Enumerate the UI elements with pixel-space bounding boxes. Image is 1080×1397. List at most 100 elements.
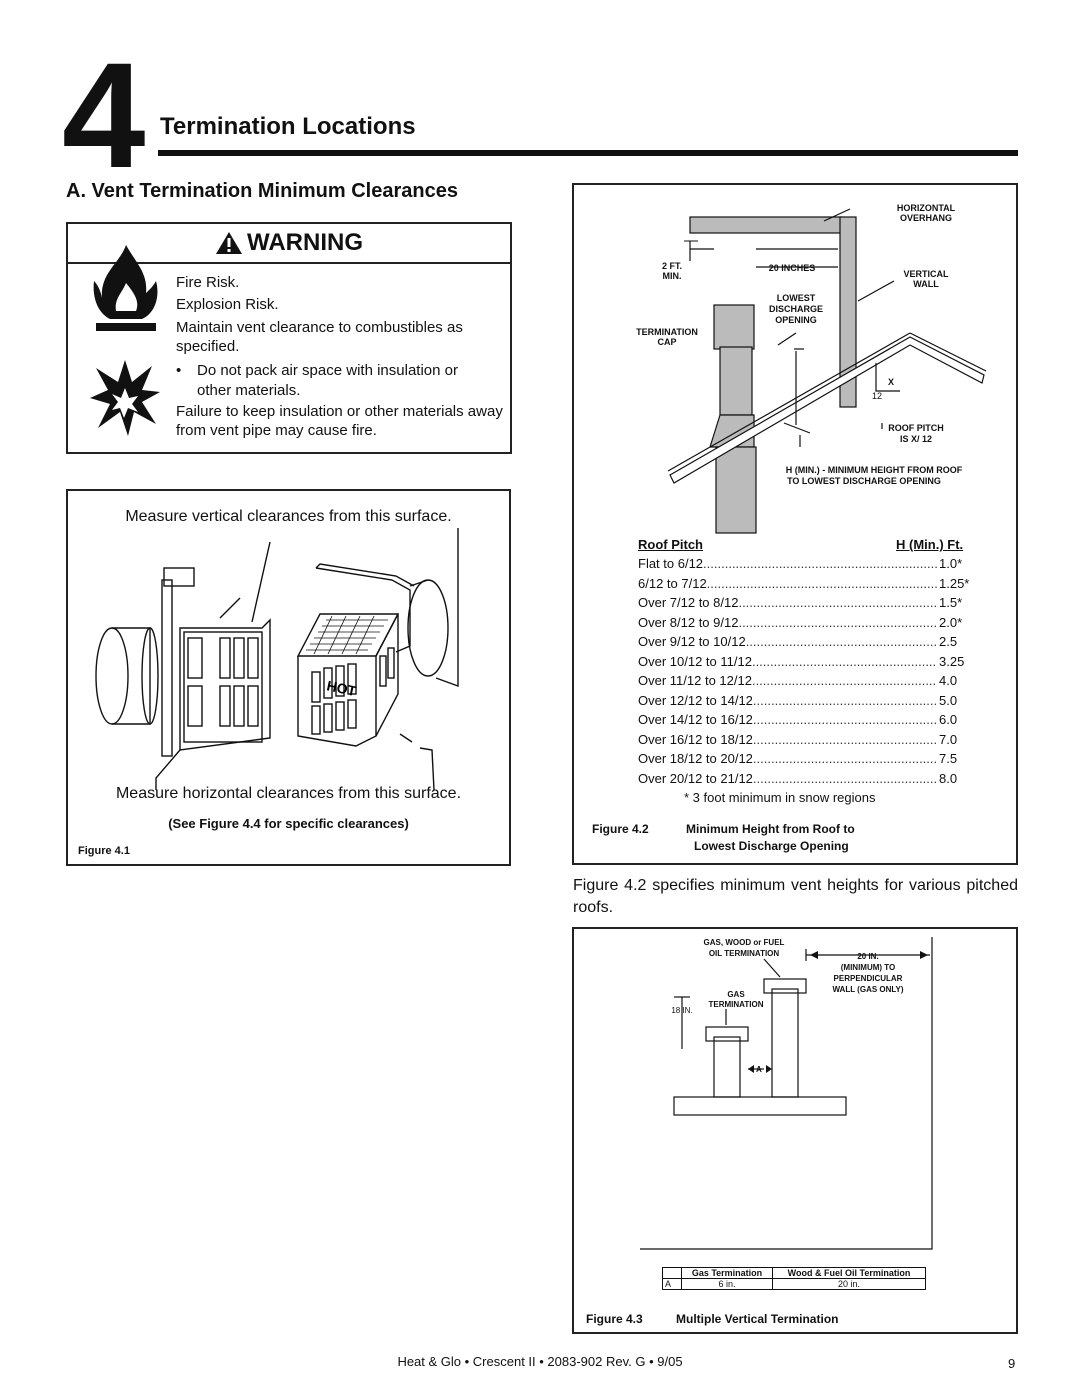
fig42-label-cap-2: CAP (657, 337, 676, 347)
warning-header: WARNING (66, 222, 512, 262)
fig42-label-horiz-1: HORIZONTAL (897, 203, 956, 213)
warning-bullet: • Do not pack air space with insulation … (176, 361, 496, 400)
fig42-row-h: 2.0* (939, 614, 963, 630)
fig43-caption-text: Multiple Vertical Termination (676, 1312, 839, 1326)
fig42-table-row: Over 11/12 to 12/12 ....................… (638, 673, 973, 688)
fig42-row-pitch: Over 11/12 to 12/12 (638, 673, 752, 688)
fig42-roof-diagram: HORIZONTAL OVERHANG 2 FT. MIN. 20 INCHES… (636, 203, 987, 534)
fig42-row-pitch: Over 8/12 to 9/12 (638, 614, 739, 630)
fig42-row-pitch: Flat to 6/12 (638, 556, 704, 571)
fig42-row-leader: ........................................… (752, 770, 937, 786)
fig42-label-wall-2: WALL (913, 279, 939, 289)
fig42-row-pitch: Over 9/12 to 10/12 (638, 634, 746, 649)
fig43-table-r1: 6 in. (681, 1278, 773, 1290)
fig42-label-cap-1: TERMINATION (636, 327, 698, 337)
fig42-label-wall-1: VERTICAL (904, 269, 950, 279)
fig43-clearance-table: Gas Termination Wood & Fuel Oil Terminat… (662, 1267, 926, 1290)
fig42-row-pitch: Over 14/12 to 16/12 (638, 712, 753, 727)
figure-4-3-box (572, 927, 1018, 1334)
fig41-see-note: (See Figure 4.4 for specific clearances) (168, 816, 409, 831)
fig42-footnote: * 3 foot minimum in snow regions (684, 790, 876, 805)
fig43-table-h1: Gas Termination (681, 1267, 773, 1279)
section-title: A. Vent Termination Minimum Clearances (66, 180, 458, 202)
explosion-icon (90, 360, 160, 436)
fig43-label-20in-3: PERPENDICULAR (834, 974, 903, 983)
fig42-row-pitch: Over 7/12 to 8/12 (638, 595, 739, 610)
warning-triangle-icon (216, 232, 242, 254)
fig43-label-gaswood-1: GAS, WOOD or FUEL (704, 938, 785, 947)
fig42-row-h: 7.0 (939, 731, 958, 747)
fig42-table-row: Over 12/12 to 14/12 ....................… (638, 693, 973, 708)
fig43-label-gas-1: GAS (727, 990, 745, 999)
fig41-termination-cap-drawing: HOT (95, 528, 459, 790)
fig43-table-r0: A (662, 1278, 682, 1290)
fig42-row-pitch: Over 16/12 to 18/12 (638, 731, 753, 747)
warning-line-explosion: Explosion Risk. (176, 296, 279, 313)
fig42-label-hmin-2: TO LOWEST DISCHARGE OPENING (787, 476, 941, 486)
fig42-row-leader: ........................................… (751, 673, 937, 688)
page-number: 9 (1008, 1356, 1016, 1371)
warning-line-clearance: Maintain vent clearance to combustibles … (176, 319, 463, 356)
fig42-label-12: 12 (872, 391, 882, 401)
warning-heading: WARNING (247, 229, 363, 256)
fig42-table-header-h: H (Min.) Ft. (896, 537, 964, 552)
fig42-row-h: 5.0 (939, 692, 958, 708)
fig42-row-h: 6.0 (939, 712, 958, 727)
fig42-table-row: Over 20/12 to 21/12 ....................… (638, 771, 973, 786)
fig41-top-caption: Measure vertical clearances from this su… (125, 508, 452, 525)
fig42-label-pitch-1: ROOF PITCH (888, 423, 944, 433)
fig42-row-h: 1.0* (939, 556, 963, 571)
fig43-label-gas-2: TERMINATION (709, 1000, 764, 1009)
fig42-row-h: 2.5 (939, 634, 958, 649)
fig42-caption-label: Figure 4.2 (592, 822, 649, 836)
fig42-caption-line1: Minimum Height from Roof to (686, 822, 855, 836)
fig41-bottom-caption: Measure horizontal clearances from this … (115, 785, 462, 802)
fig42-row-pitch: Over 20/12 to 21/12 (638, 770, 753, 786)
fig42-row-leader: ........................................… (752, 751, 937, 766)
fig42-table-row: Over 10/12 to 11/12 ....................… (638, 654, 973, 669)
fig42-row-leader: ........................................… (752, 692, 937, 708)
fig42-row-leader: ........................................… (703, 556, 937, 571)
fig42-row-h: 4.0 (939, 673, 958, 688)
fig42-row-leader: ........................................… (752, 712, 937, 727)
fig43-label-a: A (756, 1065, 762, 1074)
figure-4-1-box (66, 489, 511, 866)
fig42-label-x: X (888, 377, 894, 387)
fig42-row-pitch: Over 10/12 to 11/12 (638, 653, 752, 669)
fig42-row-h: 1.5* (939, 595, 963, 610)
fig42-row-leader: ........................................… (751, 653, 937, 669)
fig43-label-gaswood-2: OIL TERMINATION (709, 949, 780, 958)
fig43-table-h2: Wood & Fuel Oil Termination (772, 1267, 926, 1279)
fig43-label-20in-1: 20 IN. (857, 952, 878, 961)
fig41-hot-label: HOT (325, 677, 358, 699)
warning-body (66, 262, 512, 454)
fig42-table-row: Over 7/12 to 8/12 ......................… (638, 595, 973, 610)
fig43-table-r2: 20 in. (772, 1278, 926, 1290)
fire-icon (93, 245, 158, 331)
fig42-row-h: 8.0 (939, 770, 958, 786)
body-paragraph: Figure 4.2 specifies minimum vent height… (573, 877, 1018, 916)
fig42-row-leader: ........................................… (738, 614, 937, 630)
fig42-row-pitch: 6/12 to 7/12 (638, 575, 707, 591)
warning-bullet-text: Do not pack air space with insulation or… (197, 362, 458, 399)
fig42-row-h: 7.5 (939, 751, 958, 766)
fig42-label-2ft-2: MIN. (663, 271, 682, 281)
fig42-table-row: Over 8/12 to 9/12 ......................… (638, 615, 973, 630)
fig42-table-row: 6/12 to 7/12 ...........................… (638, 576, 973, 591)
footer-text: Heat & Glo • Crescent II • 2083-902 Rev.… (397, 1354, 683, 1369)
fig43-label-20in-2: (MINIMUM) TO (841, 963, 896, 972)
fig42-row-pitch: Over 12/12 to 14/12 (638, 692, 753, 708)
fig42-label-2ft-1: 2 FT. (662, 261, 682, 271)
fig43-caption-label: Figure 4.3 (586, 1312, 643, 1326)
fig42-row-pitch: Over 18/12 to 20/12 (638, 751, 753, 766)
fig42-row-leader: ........................................… (738, 595, 937, 610)
warning-line-fire: Fire Risk. (176, 274, 240, 291)
fig42-table-row: Flat to 6/12 ...........................… (638, 556, 973, 571)
fig43-label-20in-4: WALL (GAS ONLY) (832, 985, 903, 994)
fig42-caption-line2: Lowest Discharge Opening (694, 839, 849, 853)
figure-4-2-box (572, 183, 1018, 865)
fig42-row-leader: ........................................… (706, 575, 937, 591)
fig42-table-row: Over 16/12 to 18/12 ....................… (638, 732, 973, 747)
fig41-label: Figure 4.1 (78, 845, 130, 857)
fig42-label-horiz-2: OVERHANG (900, 213, 952, 223)
